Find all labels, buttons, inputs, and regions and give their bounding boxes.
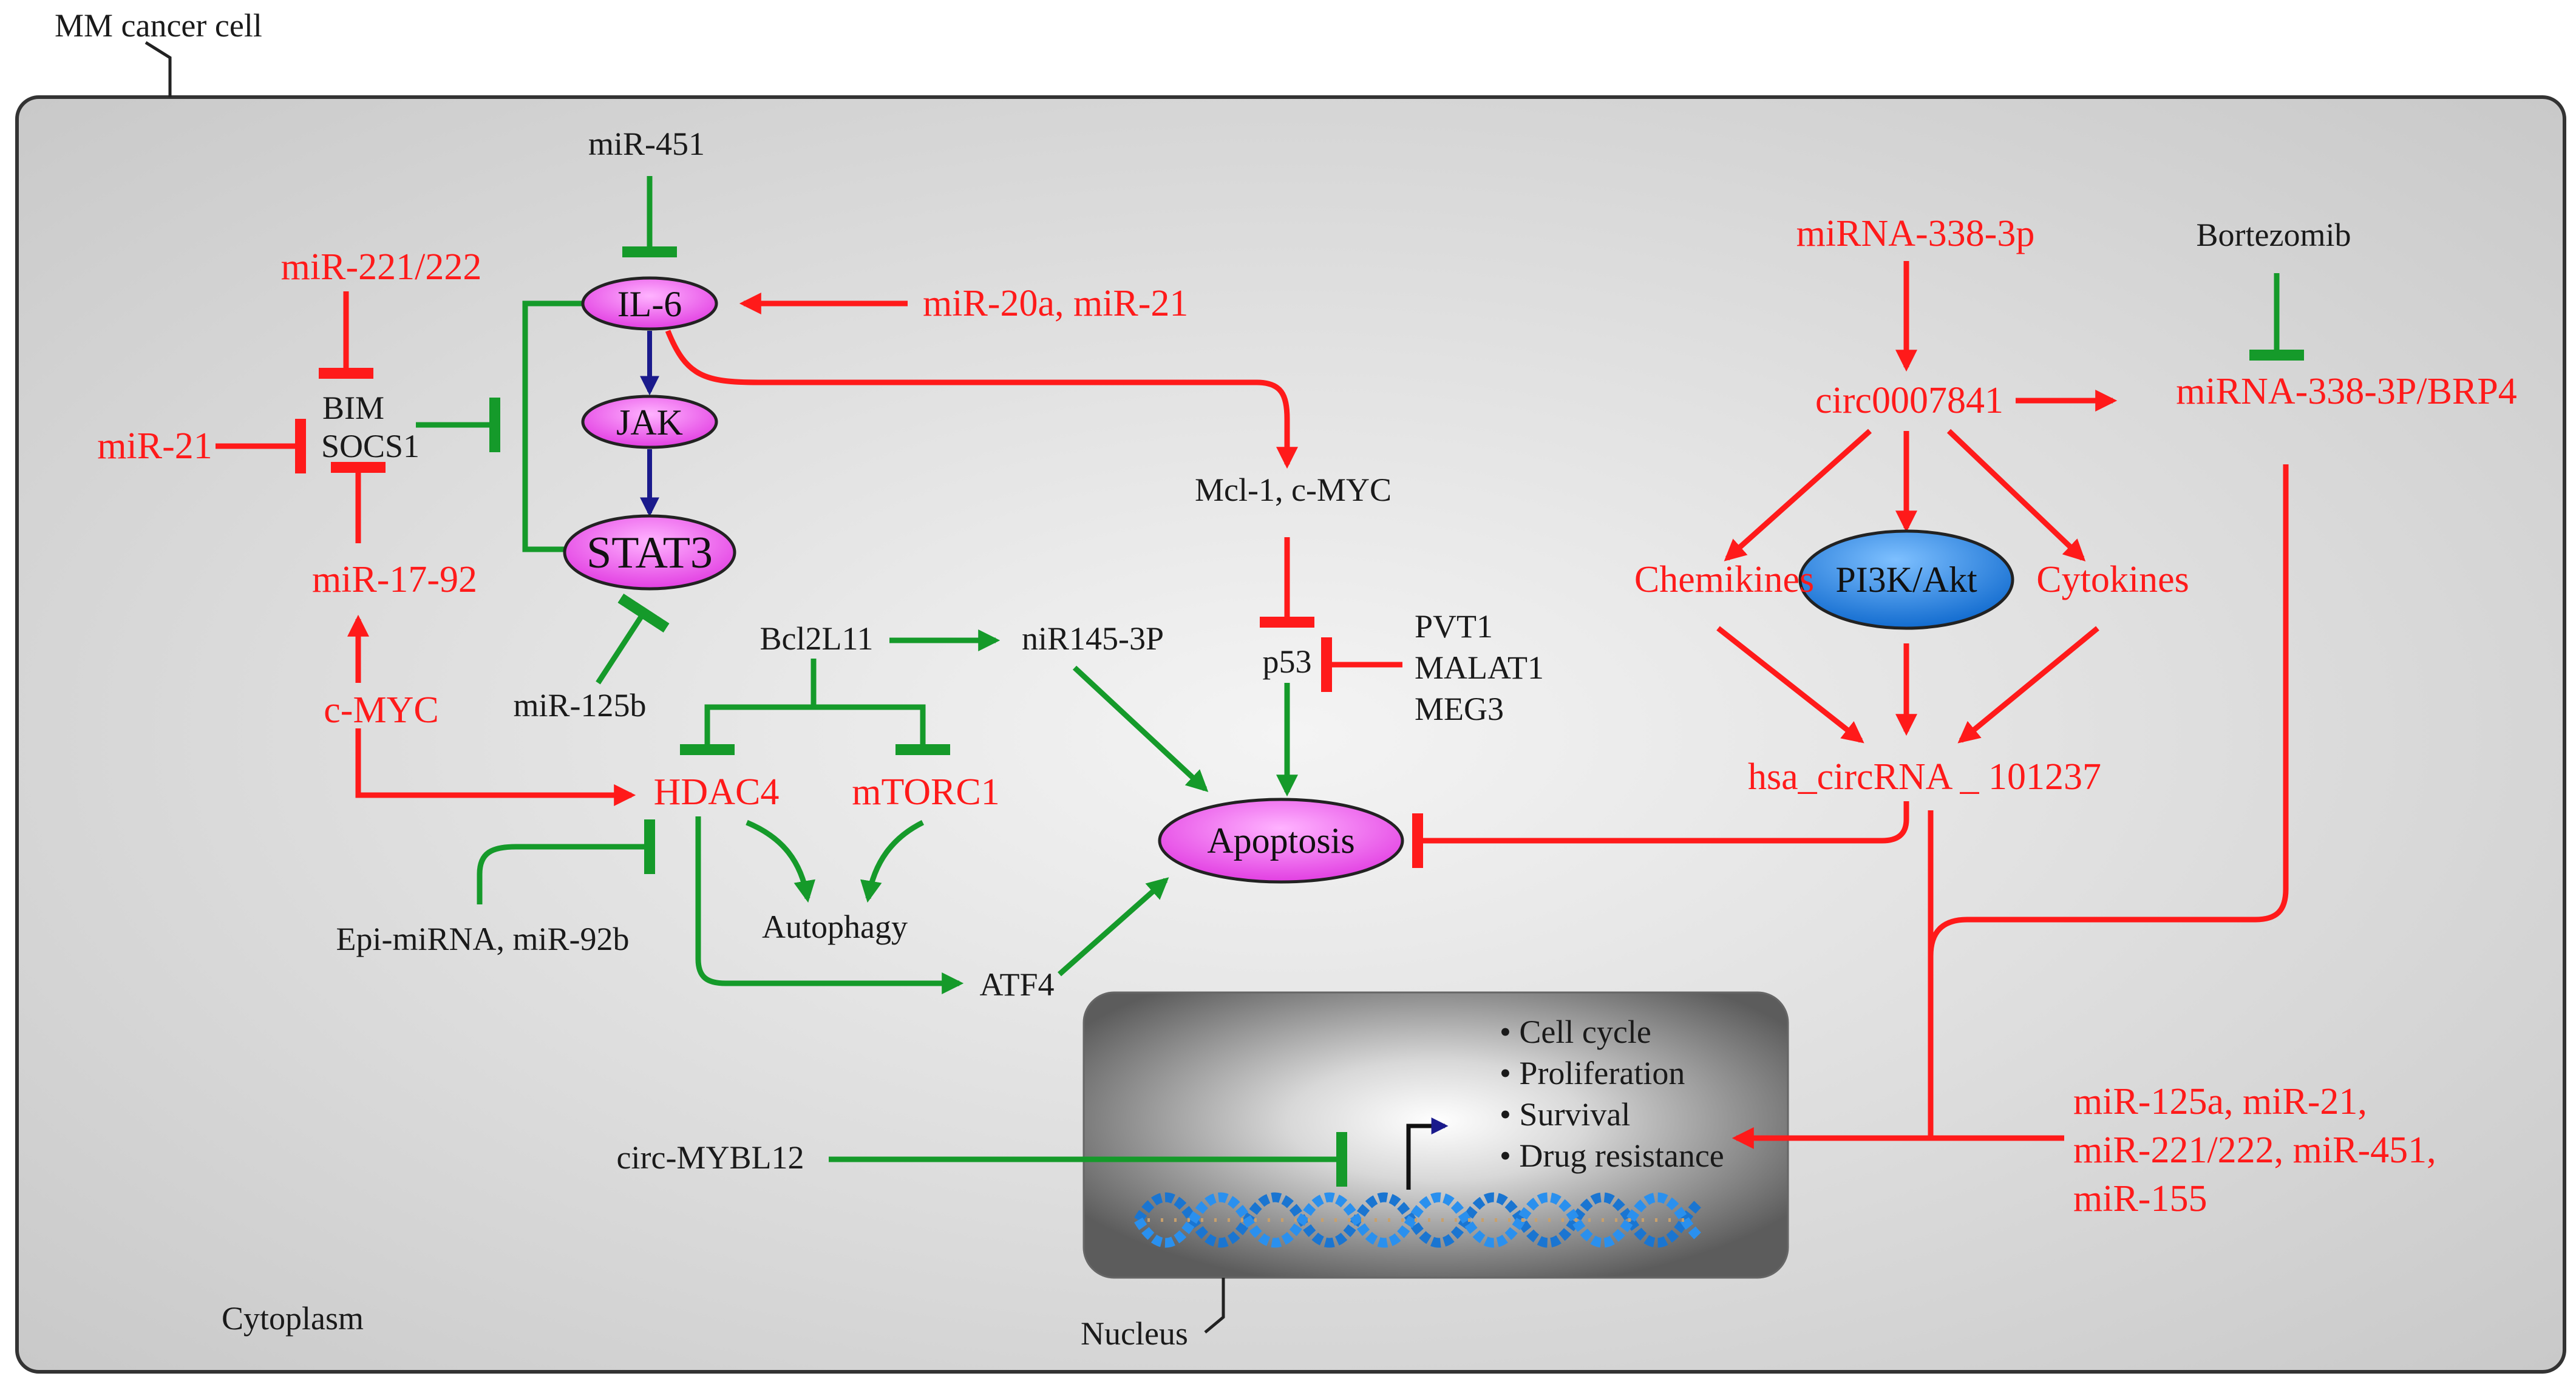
label-hdac4: HDAC4 xyxy=(654,771,780,813)
nucleus-label: Nucleus xyxy=(1081,1315,1188,1352)
label-mcl1-cmyc: Mcl-1, c-MYC xyxy=(1195,472,1392,508)
label-mir221-222: miR-221/222 xyxy=(281,246,482,288)
edge-circ-cytokines xyxy=(1946,429,2086,561)
label-mir451: miR-451 xyxy=(588,126,705,162)
cytoplasm-label: Cytoplasm xyxy=(222,1300,364,1337)
node-stat3 xyxy=(563,514,736,591)
edge-bcl2l11-hdac4 xyxy=(680,704,814,755)
label-circ-mybl12: circ-MYBL12 xyxy=(617,1139,804,1176)
node-apoptosis xyxy=(1158,798,1404,884)
transcription-start-arrow xyxy=(1406,1117,1449,1190)
label-circ0007841: circ0007841 xyxy=(1815,380,2003,421)
label-cmyc: c-MYC xyxy=(324,690,438,731)
label-bcl2l11: Bcl2L11 xyxy=(760,620,874,657)
label-atf4: ATF4 xyxy=(979,966,1054,1003)
edge-circ-chemikines xyxy=(1724,429,1872,561)
label-mir-list-1: miR-125a, miR-21, xyxy=(2073,1081,2367,1122)
label-epi-mirna: Epi-miRNA, miR-92b xyxy=(336,921,630,957)
edge-il6-mcl1 xyxy=(665,330,1298,469)
nucleus-label-pointer xyxy=(1204,1278,1225,1334)
node-il6-label: IL-6 xyxy=(617,284,682,324)
label-mirna338: miRNA-338-3p xyxy=(1796,213,2035,254)
node-apoptosis-label: Apoptosis xyxy=(1207,821,1354,861)
edge-hdac4-atf4 xyxy=(695,816,964,994)
label-hsa-circrna: hsa_circRNA _ 101237 xyxy=(1748,756,2101,798)
edge-hsacirc-apoptosis xyxy=(1412,801,1909,868)
edge-brp4-merge xyxy=(1928,464,2289,957)
label-autophagy: Autophagy xyxy=(762,909,908,945)
label-chemikines: Chemikines xyxy=(1634,559,1814,600)
edge-atf4-apoptosis xyxy=(1058,877,1169,977)
outcome-drug-resistance: • Drug resistance xyxy=(1500,1137,1724,1174)
node-jak xyxy=(581,395,718,449)
edge-chemikines-hsacirc xyxy=(1716,626,1864,744)
label-mir21: miR-21 xyxy=(97,425,212,467)
edge-cmyc-hdac4 xyxy=(355,728,636,806)
edge-cytokines-hsacirc xyxy=(1957,626,2099,744)
edge-nir145-apoptosis xyxy=(1072,665,1209,792)
jakstat-bracket xyxy=(522,300,586,552)
edge-mtorc1-autophagy xyxy=(860,819,925,903)
outcome-cell-cycle: • Cell cycle xyxy=(1500,1014,1651,1050)
outcome-proliferation: • Proliferation xyxy=(1500,1055,1685,1091)
dna-helix xyxy=(1134,1192,1704,1248)
label-mtorc1: mTORC1 xyxy=(852,771,999,813)
label-mir-list-3: miR-155 xyxy=(2073,1178,2207,1219)
edge-bcl2l11-mtorc1 xyxy=(814,704,950,755)
node-pi3k xyxy=(1798,529,2014,630)
node-il6 xyxy=(581,276,718,331)
label-mir125b: miR-125b xyxy=(513,687,646,724)
label-cytokines: Cytokines xyxy=(2036,559,2189,600)
label-socs1: SOCS1 xyxy=(321,428,420,464)
label-p53: p53 xyxy=(1263,643,1312,680)
label-pvt1: PVT1 xyxy=(1415,608,1493,645)
cell-label: MM cancer cell xyxy=(55,7,262,44)
label-malat1: MALAT1 xyxy=(1415,649,1544,686)
edge-hdac4-autophagy xyxy=(746,819,816,903)
label-mir-list-2: miR-221/222, miR-451, xyxy=(2073,1130,2436,1171)
node-pi3k-label: PI3K/Akt xyxy=(1835,560,1977,600)
nucleus xyxy=(1082,991,1789,1279)
edge-epimirna-hdac4 xyxy=(477,819,655,904)
outcome-survival: • Survival xyxy=(1500,1096,1630,1133)
node-stat3-label: STAT3 xyxy=(586,528,713,578)
label-mirna338-brp4: miRNA-338-3P/BRP4 xyxy=(2176,371,2517,412)
label-mir17-92: miR-17-92 xyxy=(312,559,477,600)
cell-label-pointer xyxy=(144,41,172,97)
label-bim: BIM xyxy=(322,390,384,426)
label-meg3: MEG3 xyxy=(1415,691,1504,727)
edge-mir125b-stat3 xyxy=(596,593,670,685)
label-mir20a-mir21: miR-20a, miR-21 xyxy=(923,283,1188,324)
label-bortezomib: Bortezomib xyxy=(2197,217,2351,253)
node-jak-label: JAK xyxy=(616,402,683,442)
label-nir145: niR145-3P xyxy=(1022,620,1164,657)
